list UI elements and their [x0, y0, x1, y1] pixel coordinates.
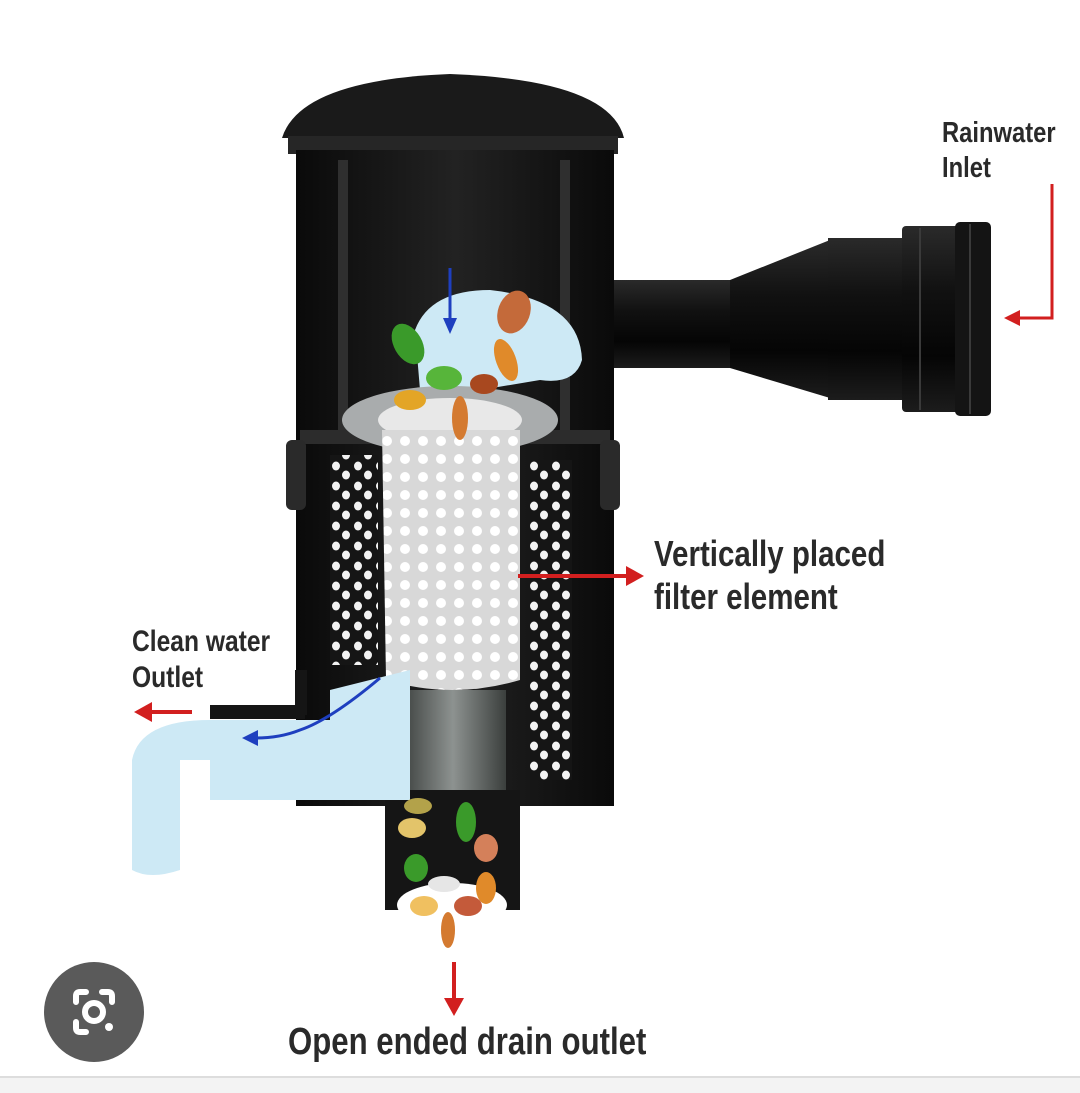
filter-element	[342, 386, 558, 690]
clean-water-outlet-pipe	[132, 670, 410, 875]
debris-leaves	[391, 290, 531, 948]
filter-element-line-2: filter element	[654, 576, 838, 618]
flow-arrows	[134, 184, 1054, 1016]
filter-element-label: Vertically placed filter element	[654, 532, 885, 618]
drain-outlet-label: Open ended drain outlet	[288, 1021, 647, 1063]
clean-water-outlet-line-2: Outlet	[132, 661, 204, 694]
clean-water-outlet-label: Clean water Outlet	[132, 624, 270, 696]
filter-element-line-1: Vertically placed	[654, 533, 886, 574]
google-lens-icon	[73, 989, 115, 1035]
rainwater-inlet-line-1: Rainwater	[942, 117, 1056, 149]
google-lens-button[interactable]	[44, 962, 144, 1062]
bottom-bar	[0, 1076, 1080, 1093]
rainwater-inlet-pipe	[600, 222, 991, 416]
rainwater-inlet-line-2: Inlet	[942, 151, 991, 184]
rainwater-inlet-label: Rainwater Inlet	[942, 116, 1056, 186]
clean-water-outlet-line-1: Clean water	[132, 625, 271, 658]
